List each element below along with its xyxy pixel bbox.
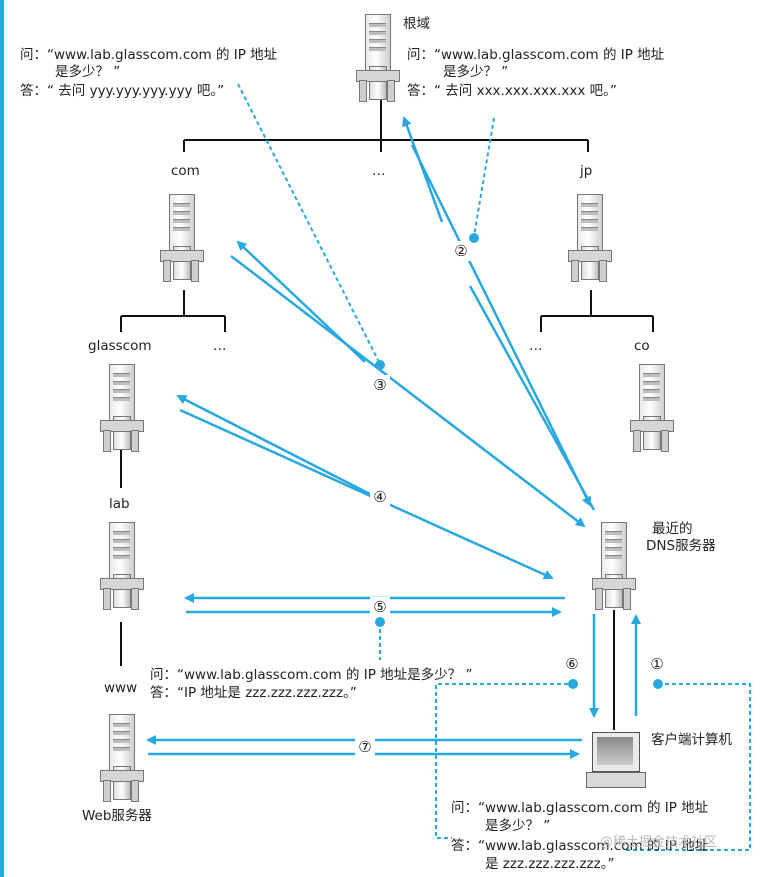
step-6-marker: ⑥ — [562, 654, 582, 674]
root-dialog-answer: 答：“ 去问 xxx.xxx.xxx.xxx 吧。” — [407, 83, 617, 99]
com-label: com — [171, 163, 200, 179]
lab-dialog-question: 问：“www.lab.glasscom.com 的 IP 地址是多少？ ” — [150, 667, 473, 683]
root-server-icon — [356, 14, 400, 102]
root-dialog-question-line2: 是多少？ ” — [443, 64, 509, 80]
web-server-label: Web服务器 — [82, 808, 152, 824]
com-dialog-question-line1: 问：“www.lab.glasscom.com 的 IP 地址 — [20, 47, 278, 63]
nearest-dns-server-icon — [592, 522, 636, 610]
step-7-marker: ⑦ — [355, 737, 375, 757]
lab-label: lab — [109, 496, 130, 512]
web-server-icon — [100, 714, 144, 802]
root-domain-label: 根域 — [403, 16, 430, 32]
client-dialog-answer-line2: 是 zzz.zzz.zzz.zzz。” — [485, 856, 615, 872]
tree-lines — [120, 100, 654, 730]
client-computer-icon — [586, 732, 646, 788]
co-label: co — [634, 338, 650, 354]
step-3-marker: ③ — [370, 375, 390, 395]
jp-server-icon — [568, 194, 612, 282]
root-ellipsis-label: … — [372, 163, 386, 179]
glasscom-server-icon — [100, 364, 144, 452]
com-dialog-question-line2: 是多少？ ” — [55, 64, 121, 80]
com-server-icon — [160, 194, 204, 282]
callout-dots — [375, 233, 663, 689]
glasscom-label: glasscom — [88, 338, 152, 354]
nearest-dns-label-line1: 最近的 — [652, 521, 693, 537]
co-server-icon — [630, 364, 674, 452]
com-ellipsis-label: … — [213, 338, 227, 354]
left-accent-bar — [0, 0, 4, 877]
watermark-text: @稀土掘金技术社区 — [600, 835, 718, 850]
lab-server-icon — [100, 522, 144, 610]
jp-label: jp — [580, 163, 593, 179]
com-dialog-answer: 答：“ 去问 yyy.yyy.yyy.yyy 吧。” — [20, 83, 225, 99]
client-computer-label: 客户端计算机 — [651, 732, 732, 748]
www-label: www — [104, 680, 138, 696]
jp-ellipsis-label: … — [529, 338, 543, 354]
lab-dialog-answer: 答：“IP 地址是 zzz.zzz.zzz.zzz。” — [150, 685, 357, 701]
callout-lines — [237, 83, 751, 851]
step-4-marker: ④ — [370, 487, 390, 507]
client-dialog-question-line1: 问：“www.lab.glasscom.com 的 IP 地址 — [451, 800, 709, 816]
step-1-marker: ① — [647, 654, 667, 674]
client-dialog-answer-line1: 答：“www.lab.glasscom.com 的 IP 地址 — [451, 838, 709, 854]
step-5-marker: ⑤ — [370, 597, 390, 617]
root-dialog-question-line1: 问：“www.lab.glasscom.com 的 IP 地址 — [407, 47, 665, 63]
client-dialog-question-line2: 是多少？ ” — [485, 818, 551, 834]
nearest-dns-label-line2: DNS服务器 — [646, 538, 716, 554]
step-2-marker: ② — [451, 241, 471, 261]
